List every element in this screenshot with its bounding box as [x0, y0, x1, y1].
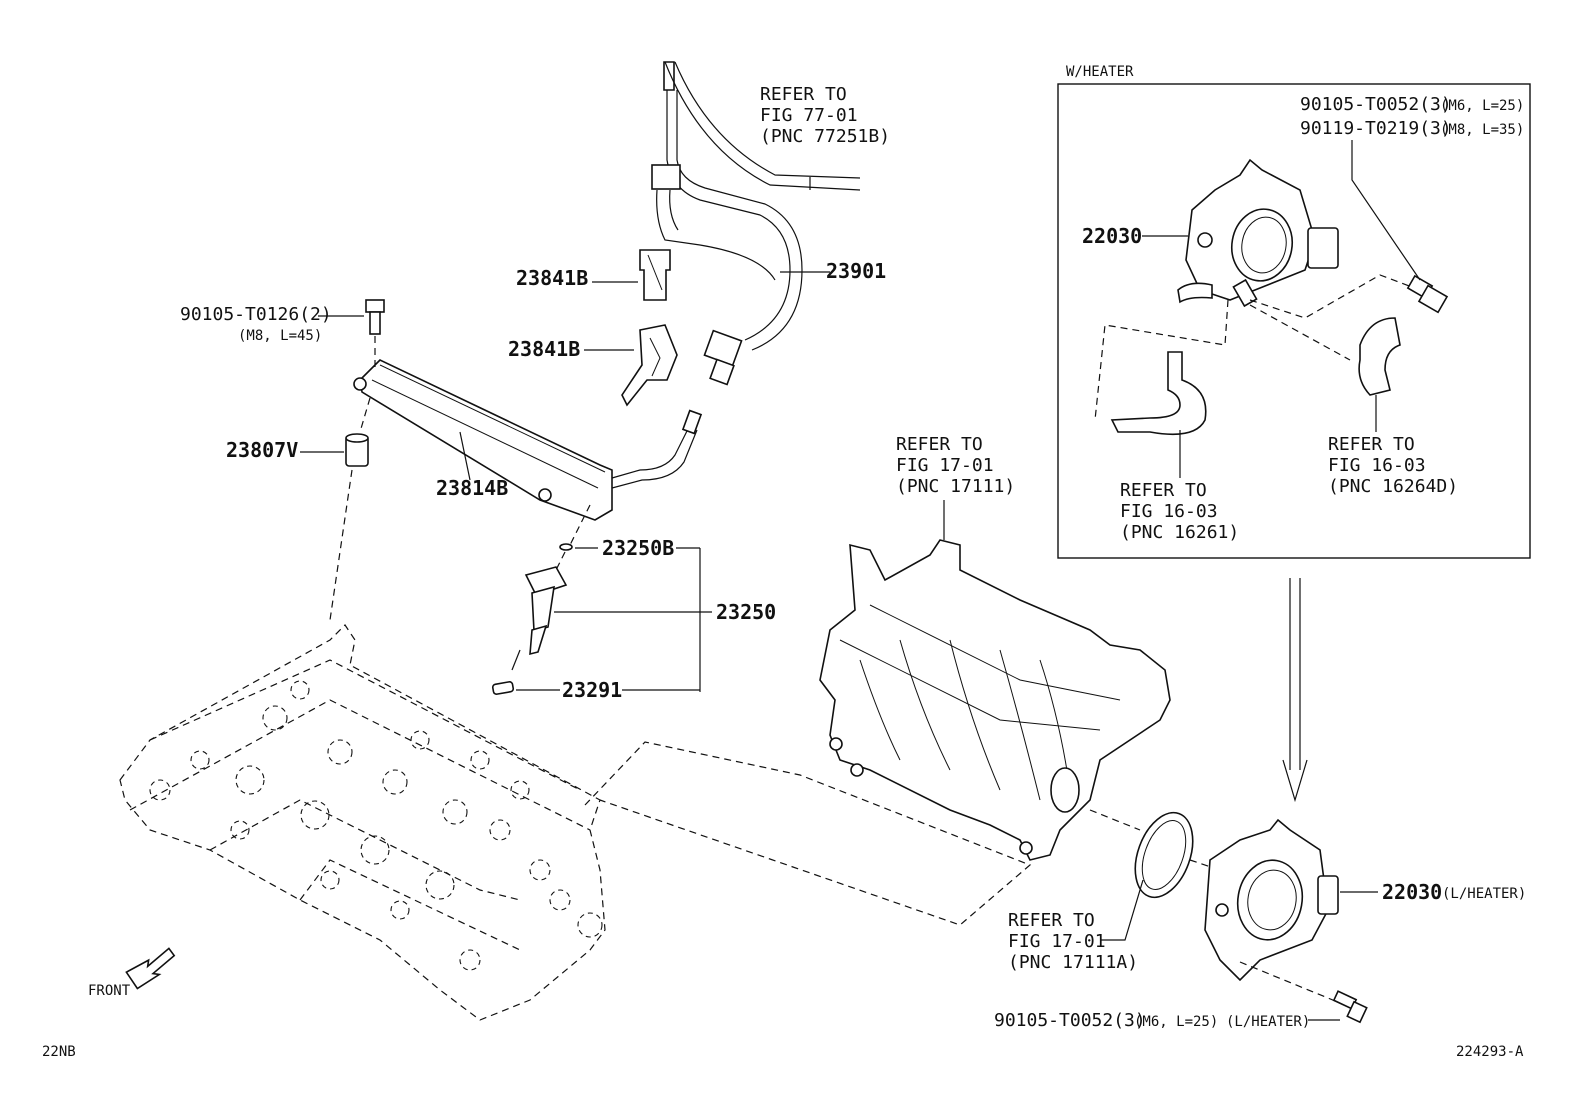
- svg-text:FIG 16-03: FIG 16-03: [1120, 501, 1218, 522]
- front-label: FRONT: [88, 983, 131, 999]
- svg-text:REFER TO: REFER TO: [760, 84, 847, 105]
- svg-text:(PNC 16261): (PNC 16261): [1120, 522, 1239, 543]
- bolt-90105-t0052-bottom: [1308, 990, 1368, 1024]
- svg-text:(PNC 17111A): (PNC 17111A): [1008, 952, 1138, 973]
- label-23814b: 23814B: [436, 476, 508, 500]
- down-arrow: [1282, 578, 1308, 803]
- label-heater-bolt2-spec: (M8, L=35): [1440, 122, 1524, 138]
- svg-text:FIG 17-01: FIG 17-01: [1008, 931, 1106, 952]
- label-23250b: 23250B: [602, 536, 674, 560]
- label-23901: 23901: [826, 259, 886, 283]
- head-to-manifold-dashed: [584, 741, 1032, 926]
- label-23841b-b: 23841B: [508, 337, 580, 361]
- label-heater-bolt1: 90105-T0052(3): [1300, 94, 1452, 115]
- label-refer-77: REFER TO FIG 77-01 (PNC 77251B): [760, 84, 890, 147]
- label-bolt-90105-t0126: 90105-T0126(2): [180, 304, 332, 325]
- svg-text:FIG 77-01: FIG 77-01: [760, 105, 858, 126]
- label-w-heater: W/HEATER: [1066, 64, 1134, 80]
- fuel-hose-23901: [651, 61, 861, 386]
- bolt-90105-t0126: [318, 299, 385, 372]
- code-right: 224293-A: [1456, 1044, 1524, 1060]
- throttle-body-22030-lheater: [1204, 818, 1378, 1006]
- label-22030-lheater-suffix: (L/HEATER): [1442, 886, 1526, 902]
- label-bottom-bolt: 90105-T0052(3): [994, 1010, 1146, 1031]
- clip-23841b-lower: [584, 324, 678, 407]
- label-23841b-a: 23841B: [516, 266, 588, 290]
- label-refer-16261: REFER TO FIG 16-03 (PNC 16261): [1120, 480, 1239, 543]
- intake-manifold: [819, 500, 1171, 861]
- svg-text:FIG 17-01: FIG 17-01: [896, 455, 994, 476]
- label-heater-bolt2: 90119-T0219(3): [1300, 118, 1452, 139]
- code-left: 22NB: [42, 1044, 76, 1060]
- svg-text:REFER TO: REFER TO: [1008, 910, 1095, 931]
- svg-text:REFER TO: REFER TO: [896, 434, 983, 455]
- label-refer-16264d: REFER TO FIG 16-03 (PNC 16264D): [1328, 434, 1458, 497]
- label-bolt-90105-t0126-spec: (M8, L=45): [238, 328, 322, 344]
- label-23250: 23250: [716, 600, 776, 624]
- svg-text:FIG 16-03: FIG 16-03: [1328, 455, 1426, 476]
- label-refer-17-bottom: REFER TO FIG 17-01 (PNC 17111A): [1008, 910, 1138, 973]
- svg-text:REFER TO: REFER TO: [1120, 480, 1207, 501]
- label-23807v: 23807V: [226, 438, 298, 462]
- label-bottom-bolt-spec: (M6, L=25): [1134, 1014, 1218, 1030]
- label-heater-22030: 22030: [1082, 224, 1142, 248]
- svg-text:REFER TO: REFER TO: [1328, 434, 1415, 455]
- label-23291: 23291: [562, 678, 622, 702]
- injector-23250: [491, 504, 712, 695]
- spacer-23807v: [300, 397, 371, 621]
- fuel-rail-23814b: [353, 359, 703, 521]
- svg-text:(PNC 77251B): (PNC 77251B): [760, 126, 890, 147]
- label-heater-bolt1-spec: (M6, L=25): [1440, 98, 1524, 114]
- label-22030-lheater: 22030: [1382, 880, 1442, 904]
- label-refer-17-top: REFER TO FIG 17-01 (PNC 17111): [896, 434, 1015, 497]
- clip-23841b-upper: [592, 249, 671, 301]
- w-heater-box: [1057, 83, 1531, 559]
- svg-text:(PNC 16264D): (PNC 16264D): [1328, 476, 1458, 497]
- cylinder-head: [119, 624, 606, 1021]
- gasket: [1089, 809, 1221, 941]
- front-arrow: FRONT: [88, 947, 176, 999]
- svg-text:(PNC 17111): (PNC 17111): [896, 476, 1015, 497]
- label-bottom-bolt-suffix: (L/HEATER): [1226, 1014, 1310, 1030]
